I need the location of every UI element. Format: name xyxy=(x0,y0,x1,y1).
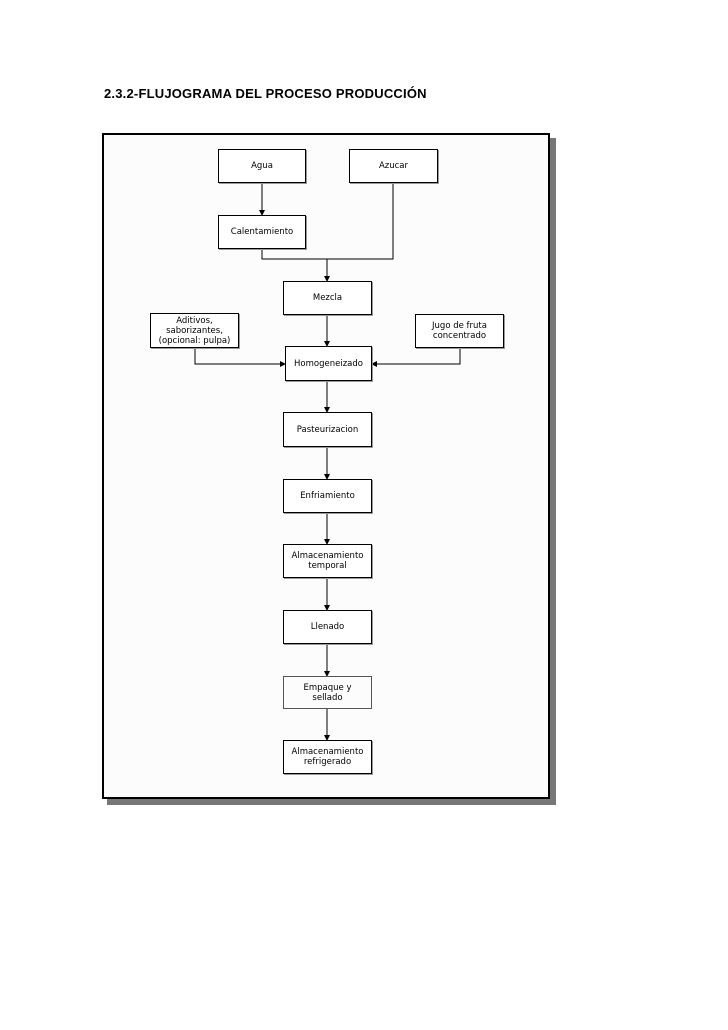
node-almacenamiento-refrigerado: Almacenamiento refrigerado xyxy=(283,740,372,774)
page-heading: 2.3.2-FLUJOGRAMA DEL PROCESO PRODUCCIÓN xyxy=(104,86,427,101)
node-jugo-fruta: Jugo de fruta concentrado xyxy=(415,314,504,348)
node-homogeneizado: Homogeneizado xyxy=(285,346,372,381)
connector-calentamiento-merge xyxy=(261,249,327,260)
diagram-frame xyxy=(102,133,550,799)
node-almacenamiento-temporal: Almacenamiento temporal xyxy=(283,544,372,578)
node-calentamiento: Calentamiento xyxy=(218,215,306,249)
connector-jugo-homogeneizado xyxy=(371,348,461,367)
node-aditivos: Aditivos, saborizantes, (opcional: pulpa… xyxy=(150,313,239,348)
node-azucar: Azucar xyxy=(349,149,438,183)
node-llenado: Llenado xyxy=(283,610,372,644)
connector-aditivos-homogeneizado xyxy=(194,348,286,367)
node-empaque-sellado: Empaque y sellado xyxy=(283,676,372,709)
node-enfriamiento: Enfriamiento xyxy=(283,479,372,513)
connector-azucar-merge xyxy=(327,183,394,260)
node-agua: Agua xyxy=(218,149,306,183)
node-mezcla: Mezcla xyxy=(283,281,372,315)
node-pasteurizacion: Pasteurizacion xyxy=(283,412,372,447)
